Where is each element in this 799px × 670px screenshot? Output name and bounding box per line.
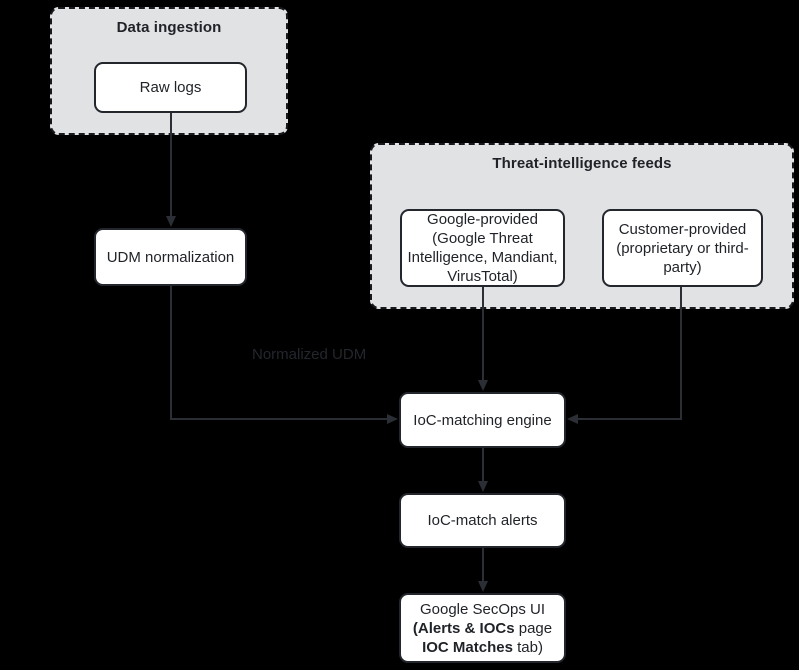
node-udm-normalization-label: UDM normalization [106,248,235,266]
edge-label-normalized-udm: Normalized UDM [252,346,367,363]
node-ioc-match-alerts: IoC-match alerts [399,493,566,548]
node-customer-provided-feeds: Customer-provided (proprietary or third-… [602,209,763,287]
secops-ui-line-3: IOC Matches tab) [422,638,543,656]
group-title-data-ingestion: Data ingestion [116,19,222,36]
node-raw-logs-label: Raw logs [139,79,202,96]
group-title-threat-intelligence-feeds: Threat-intelligence feeds [492,155,672,172]
node-google-secops-ui-label: Google SecOps UI (Alerts & IOCs page IOC… [413,600,552,657]
node-google-provided-label: Google-provided (Google Threat Intellige… [407,211,558,285]
node-ioc-matching-engine-label: IoC-matching engine [413,411,552,429]
secops-ui-line-2: (Alerts & IOCs page [412,619,553,637]
node-raw-logs: Raw logs [94,62,247,113]
node-ioc-match-alerts-label: IoC-match alerts [427,512,538,529]
arrow-ioc-match-alerts-to-secops-ui [478,548,488,592]
node-google-secops-ui: Google SecOps UI (Alerts & IOCs page IOC… [399,593,566,663]
node-google-provided-feeds: Google-provided (Google Threat Intellige… [400,209,565,287]
node-customer-provided-label: Customer-provided (proprietary or third-… [616,220,749,276]
secops-ui-line-1: Google SecOps UI [419,600,546,618]
node-ioc-matching-engine: IoC-matching engine [399,392,566,448]
node-udm-normalization: UDM normalization [94,228,247,286]
arrow-ioc-matching-engine-to-ioc-match-alerts [478,448,488,492]
group-data-ingestion: Data ingestion [50,7,288,135]
